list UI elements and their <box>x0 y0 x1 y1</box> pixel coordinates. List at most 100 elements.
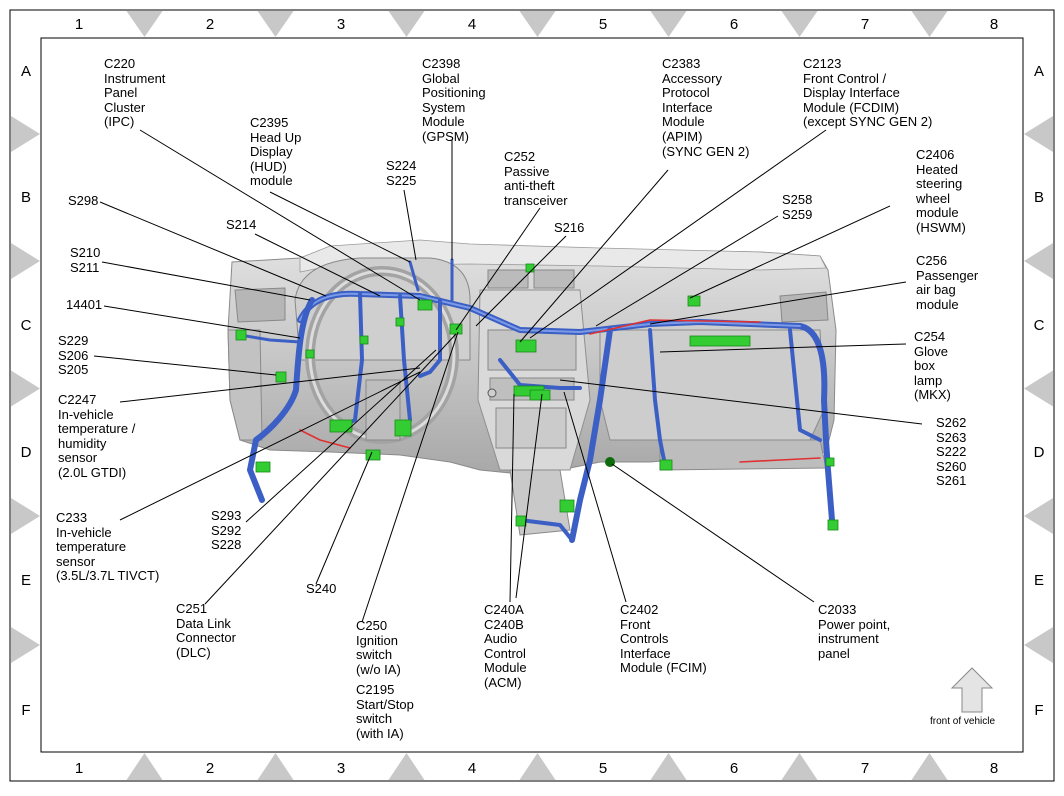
callout-line: C2395 <box>250 115 289 130</box>
callout-line: Interface <box>662 99 713 115</box>
callout-line: (except SYNC GEN 2) <box>803 114 933 130</box>
callout-line: Positioning <box>422 85 486 101</box>
callout-line: module <box>916 296 959 312</box>
connector-c2247 <box>365 449 381 461</box>
callout-line: transceiver <box>504 192 568 208</box>
connector-c256 <box>689 335 751 347</box>
callout-line: C251 <box>176 601 208 616</box>
callout-line: Head Up <box>250 129 302 145</box>
callout-line: (GPSM) <box>422 128 469 144</box>
zone-marker-bottom <box>257 753 294 780</box>
callout-line: (DLC) <box>176 644 211 660</box>
callout-line: S205 <box>58 362 89 378</box>
callout-line: instrument <box>818 631 879 647</box>
connector-c252 <box>449 323 463 335</box>
grid-col-top-3: 3 <box>337 16 345 33</box>
callout-line: module <box>250 173 293 189</box>
callout-line: Audio <box>484 631 518 647</box>
callout-line: System <box>422 99 466 115</box>
callout-line: (IPC) <box>104 114 135 130</box>
front-of-vehicle-label: front of vehicle <box>930 716 996 727</box>
callout-line: S228 <box>211 537 242 553</box>
callout-line: wheel <box>916 190 950 206</box>
callout-line: sensor <box>56 553 96 569</box>
callout-line: In-vehicle <box>56 524 112 540</box>
callout-line: Interface <box>620 645 671 661</box>
zone-marker-bottom <box>388 753 425 780</box>
callout-line: C2195 <box>356 682 395 697</box>
zone-marker-top <box>519 11 556 37</box>
grid-row-left-D: D <box>21 444 32 461</box>
grid-col-bottom-7: 7 <box>861 760 869 777</box>
callout-line: C2123 <box>803 56 842 71</box>
callout-line: box <box>914 358 935 374</box>
callout-line: C2033 <box>818 602 857 617</box>
callout-line: (3.5L/3.7L TIVCT) <box>56 568 160 584</box>
callout-line: (MKX) <box>914 387 951 403</box>
callout-line: S211 <box>70 259 100 275</box>
callout-line: C240A <box>484 602 524 617</box>
grid-row-left-F: F <box>21 702 30 719</box>
grid-col-top-2: 2 <box>206 16 214 33</box>
callout-line: Module <box>484 660 527 676</box>
callout-line: S214 <box>226 217 257 232</box>
grid-row-right-D: D <box>1034 444 1045 461</box>
zone-marker-right <box>1024 116 1053 152</box>
zone-marker-bottom <box>650 753 687 780</box>
callout-line: S261 <box>936 473 967 489</box>
callout-line: Data Link <box>176 615 231 631</box>
zone-marker-bottom <box>911 753 948 780</box>
callout-line: Control <box>484 645 526 661</box>
callout-line: (w/o IA) <box>356 661 401 677</box>
callout-line: C2383 <box>662 56 701 71</box>
callout-line: C2402 <box>620 602 659 617</box>
zone-marker-right <box>1024 627 1053 663</box>
callout-line: C254 <box>914 329 946 344</box>
callout-line: (APIM) <box>662 128 703 144</box>
callout-line: S292 <box>211 522 242 538</box>
callout-line: Module <box>422 114 465 130</box>
zone-marker-bottom <box>781 753 818 780</box>
callout-line: Glove <box>914 343 948 359</box>
callout-line: anti-theft <box>504 178 555 194</box>
harness-center-drop <box>569 327 613 543</box>
callout-line: 14401 <box>66 297 103 312</box>
callout-line: humidity <box>58 435 107 451</box>
callout-line: Module (FCIM) <box>620 660 707 676</box>
callout-s216: S216 <box>554 220 584 236</box>
harness-left-drop <box>247 297 315 503</box>
zone-marker-right <box>1024 498 1053 534</box>
callout-line: sensor <box>58 450 98 466</box>
zone-marker-bottom <box>519 753 556 780</box>
zone-marker-left <box>11 116 40 152</box>
callout-line: S293 <box>211 508 242 523</box>
grid-row-right-C: C <box>1034 317 1045 334</box>
callout-line: (SYNC GEN 2) <box>662 143 750 159</box>
callout-line: S298 <box>68 193 99 208</box>
outer-border <box>9 9 1055 782</box>
callout-line: C233 <box>56 510 88 525</box>
callout-line: Cluster <box>104 99 146 115</box>
grid-col-bottom-3: 3 <box>337 760 345 777</box>
grid-col-bottom-1: 1 <box>75 760 83 777</box>
front-arrow-icon <box>950 667 994 713</box>
leader-lines <box>93 129 923 623</box>
zone-marker-left <box>11 243 40 279</box>
grid-col-top-4: 4 <box>468 16 476 33</box>
callout-line: S240 <box>306 581 337 596</box>
